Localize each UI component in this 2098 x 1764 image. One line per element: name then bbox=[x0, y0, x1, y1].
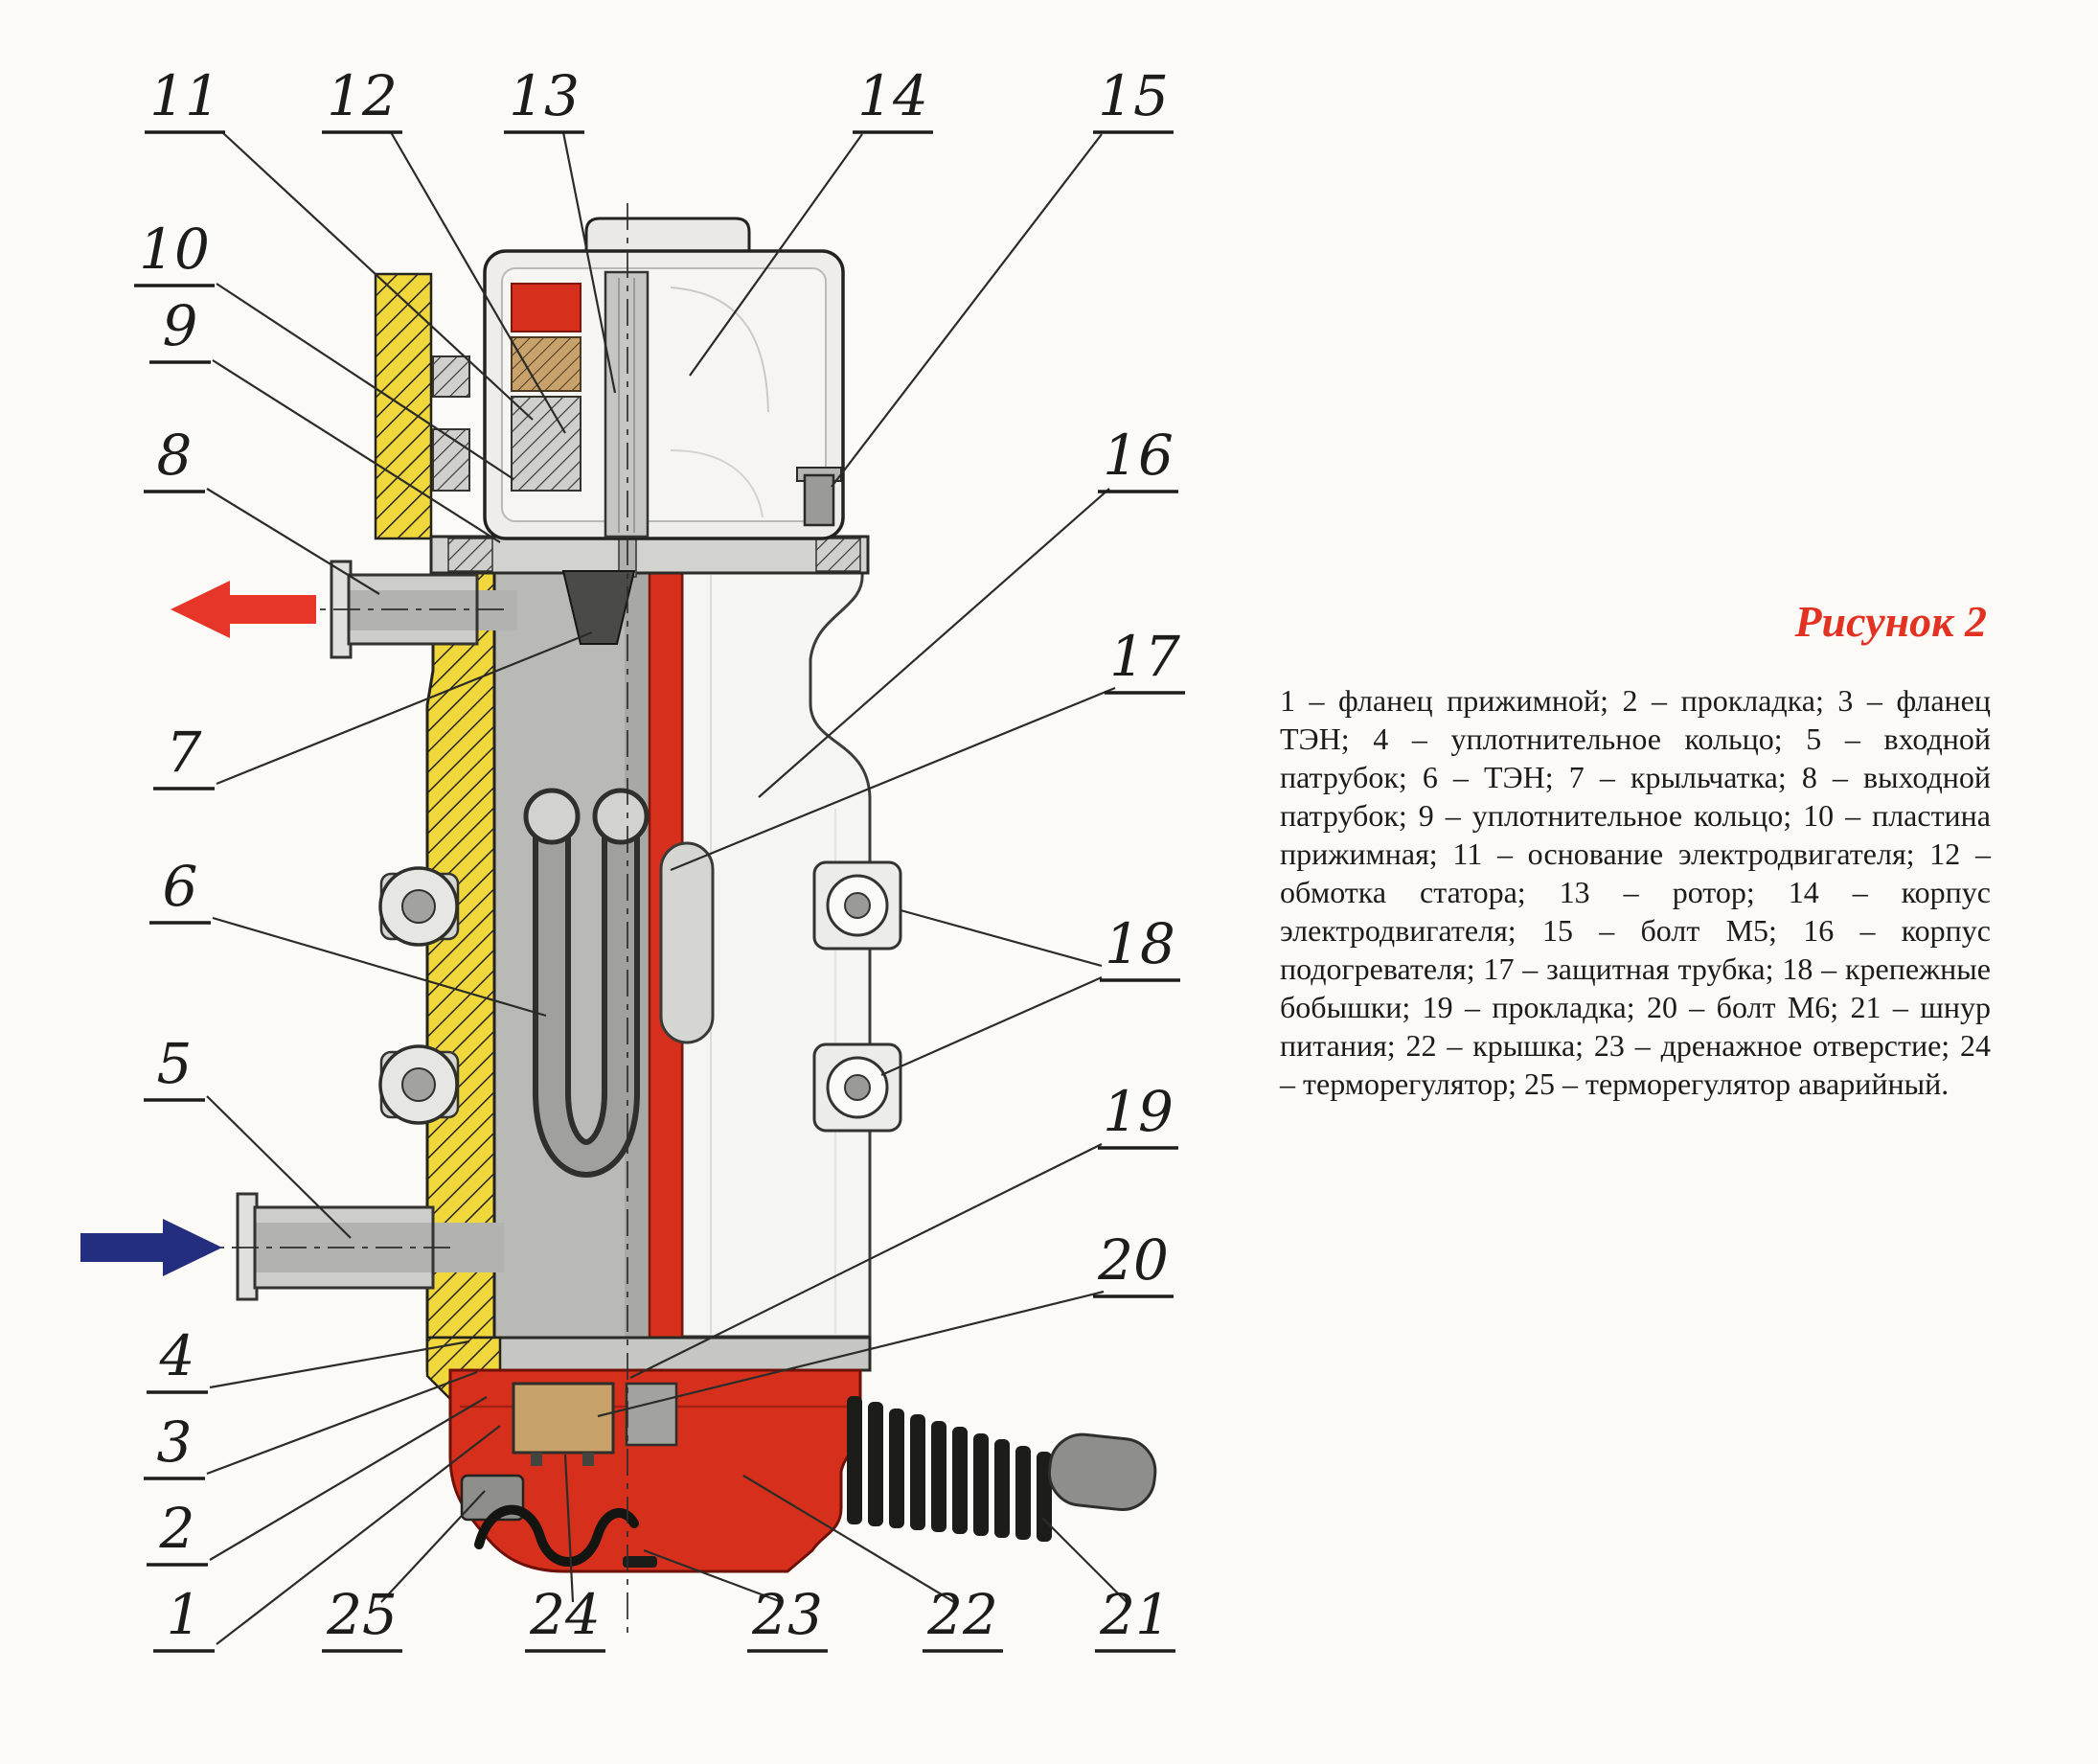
motor-cap bbox=[584, 217, 751, 253]
outlet-arrow-icon bbox=[171, 581, 316, 638]
callout-label-13: 13 bbox=[509, 63, 580, 128]
callout-18: 18 bbox=[880, 908, 1180, 1077]
callout-label-17: 17 bbox=[1109, 624, 1180, 689]
callout-19: 19 bbox=[629, 1079, 1178, 1379]
callout-label-24: 24 bbox=[529, 1582, 601, 1647]
callout-17: 17 bbox=[670, 624, 1185, 872]
callout-label-12: 12 bbox=[327, 63, 398, 128]
callout-3: 3 bbox=[144, 1370, 478, 1480]
callout-7: 7 bbox=[153, 630, 593, 790]
motor-base-bracket bbox=[374, 272, 470, 540]
callout-label-9: 9 bbox=[163, 293, 198, 358]
flow-arrows bbox=[80, 581, 316, 1276]
figure-title: Рисунок 2 bbox=[1794, 597, 1987, 646]
callout-label-23: 23 bbox=[751, 1582, 823, 1647]
callout-2: 2 bbox=[147, 1396, 488, 1567]
heating-element bbox=[523, 788, 650, 1178]
callout-label-20: 20 bbox=[1097, 1227, 1169, 1293]
thermoregulator bbox=[512, 1382, 615, 1455]
callout-label-19: 19 bbox=[1103, 1079, 1174, 1144]
callout-16: 16 bbox=[758, 423, 1178, 798]
callout-label-4: 4 bbox=[159, 1323, 195, 1388]
callout-label-1: 1 bbox=[167, 1582, 202, 1647]
heater-chamber-section bbox=[425, 535, 684, 1376]
mounting-bosses-left bbox=[378, 866, 460, 1125]
callouts: 11 12 13 14 15 10 9 bbox=[134, 63, 1185, 1653]
callout-1: 1 bbox=[153, 1425, 501, 1653]
callout-label-6: 6 bbox=[163, 854, 198, 919]
callout-label-14: 14 bbox=[857, 63, 928, 128]
stator-winding bbox=[511, 283, 582, 332]
inlet-arrow-icon bbox=[80, 1219, 222, 1276]
cover-assembly bbox=[448, 1368, 862, 1573]
top-flange bbox=[429, 535, 870, 575]
callout-4: 4 bbox=[147, 1323, 470, 1394]
power-cord bbox=[847, 1396, 1157, 1542]
callout-8: 8 bbox=[144, 423, 380, 595]
callout-label-22: 22 bbox=[926, 1582, 998, 1647]
mounting-bosses-right bbox=[812, 860, 902, 1133]
callout-21: 21 bbox=[1041, 1517, 1175, 1653]
internal-wiring bbox=[474, 1504, 639, 1567]
callout-label-5: 5 bbox=[157, 1031, 193, 1096]
drain-hole bbox=[623, 1556, 657, 1568]
figure-caption: Рисунок 2 1 – фланец прижимной; 2 – прок… bbox=[1280, 596, 1991, 1103]
bolt-m6-block bbox=[625, 1382, 678, 1447]
callout-10: 10 bbox=[134, 217, 514, 480]
callout-23: 23 bbox=[643, 1548, 828, 1653]
callout-label-21: 21 bbox=[1099, 1582, 1171, 1647]
callout-label-16: 16 bbox=[1103, 423, 1174, 488]
callout-label-10: 10 bbox=[139, 217, 210, 282]
callout-label-2: 2 bbox=[159, 1496, 195, 1561]
callout-24: 24 bbox=[525, 1454, 605, 1653]
callout-label-15: 15 bbox=[1098, 63, 1169, 128]
callout-13: 13 bbox=[504, 63, 617, 394]
callout-5: 5 bbox=[144, 1031, 352, 1239]
callout-9: 9 bbox=[149, 293, 501, 543]
callout-label-7: 7 bbox=[167, 720, 202, 785]
rotor bbox=[604, 270, 650, 538]
callout-22: 22 bbox=[742, 1475, 1003, 1653]
callout-20: 20 bbox=[597, 1227, 1174, 1418]
callout-25: 25 bbox=[322, 1490, 486, 1653]
electric-motor bbox=[483, 217, 845, 540]
callout-label-18: 18 bbox=[1105, 911, 1175, 976]
callout-label-8: 8 bbox=[157, 423, 193, 488]
callout-11: 11 bbox=[145, 63, 534, 421]
callout-label-25: 25 bbox=[326, 1582, 398, 1647]
callout-6: 6 bbox=[149, 854, 547, 1018]
callout-15: 15 bbox=[831, 63, 1174, 488]
callout-label-11: 11 bbox=[149, 63, 220, 128]
callout-14: 14 bbox=[689, 63, 933, 377]
callout-12: 12 bbox=[322, 63, 566, 434]
callout-label-3: 3 bbox=[157, 1409, 193, 1475]
figure-legend: 1 – фланец прижимной; 2 – прокладка; 3 –… bbox=[1280, 683, 1991, 1101]
protective-tube bbox=[659, 841, 715, 1044]
